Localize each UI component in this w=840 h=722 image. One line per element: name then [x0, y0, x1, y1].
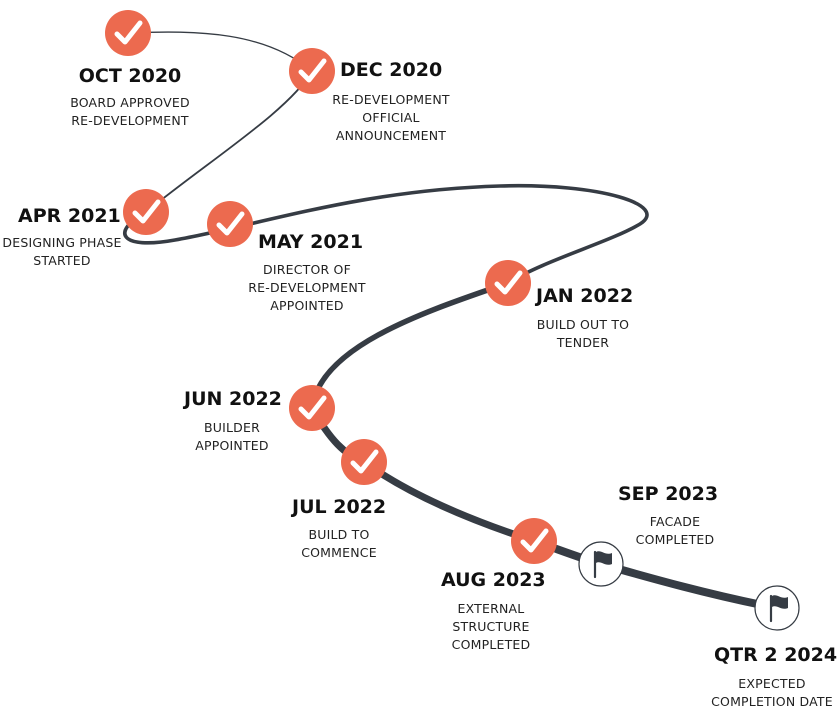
milestone-description-line: OFFICIAL	[362, 110, 419, 125]
path-segment-3	[123, 183, 649, 285]
completed-marker	[123, 189, 169, 235]
check-icon	[132, 199, 161, 224]
milestone-description-line: DIRECTOR OF	[263, 262, 351, 277]
milestone-date: JAN 2022	[534, 285, 633, 307]
completed-marker	[511, 518, 557, 564]
milestone-marker-jan-2022	[485, 260, 531, 306]
check-icon	[494, 270, 523, 295]
milestone-marker-qtr-2-2024	[754, 585, 800, 631]
completed-marker	[207, 201, 253, 247]
milestone-marker-apr-2021	[123, 189, 169, 235]
milestone-description-line: BUILDER	[204, 420, 260, 435]
milestone-date: DEC 2020	[340, 59, 442, 81]
check-icon	[114, 20, 143, 45]
milestone-date: APR 2021	[18, 205, 121, 227]
milestone-description-line: BUILD OUT TO	[537, 317, 629, 332]
check-icon	[298, 395, 327, 420]
completed-marker	[289, 48, 335, 94]
milestone-description-line: RE-DEVELOPMENT	[71, 113, 189, 128]
milestone-date: OCT 2020	[79, 65, 182, 87]
milestone-marker-oct-2020	[105, 10, 151, 56]
upcoming-marker	[754, 585, 800, 631]
check-icon	[298, 58, 327, 83]
path-segment-6	[530, 537, 781, 612]
check-icon	[520, 528, 549, 553]
check-icon	[350, 449, 379, 474]
milestone-marker-dec-2020	[289, 48, 335, 94]
milestone-marker-jun-2022	[289, 385, 335, 431]
timeline-markers	[105, 10, 800, 631]
milestone-description-line: COMPLETED	[452, 637, 531, 652]
milestone-description-line: COMPLETION DATE	[711, 694, 833, 709]
milestone-date: JUN 2022	[182, 388, 282, 410]
completed-marker	[485, 260, 531, 306]
milestone-description-line: RE-DEVELOPMENT	[332, 92, 450, 107]
milestone-description-line: COMMENCE	[301, 545, 377, 560]
milestone-description-line: RE-DEVELOPMENT	[248, 280, 366, 295]
milestone-description-line: APPOINTED	[270, 298, 343, 313]
milestone-description-line: FACADE	[650, 514, 700, 529]
milestone-marker-sep-2023	[578, 541, 624, 587]
milestone-description-line: APPOINTED	[195, 438, 268, 453]
milestone-description-line: TENDER	[556, 335, 609, 350]
milestone-date: JUL 2022	[290, 496, 386, 518]
milestone-description-line: EXPECTED	[738, 676, 805, 691]
milestone-description-line: COMPLETED	[636, 532, 715, 547]
milestone-date: AUG 2023	[441, 569, 546, 591]
completed-marker	[105, 10, 151, 56]
path-segment-2	[145, 70, 313, 213]
check-icon	[216, 211, 245, 236]
flag-icon	[593, 550, 612, 579]
path-segment-4	[309, 280, 511, 411]
completed-marker	[289, 385, 335, 431]
milestone-date: SEP 2023	[618, 483, 718, 505]
milestone-description-line: DESIGNING PHASE	[2, 235, 121, 250]
milestone-description-line: EXTERNAL	[458, 601, 525, 616]
milestone-description-line: STARTED	[33, 253, 91, 268]
milestone-marker-may-2021	[207, 201, 253, 247]
milestone-date: QTR 2 2024	[714, 644, 837, 666]
milestone-marker-aug-2023	[511, 518, 557, 564]
milestone-description-line: BOARD APPROVED	[70, 95, 190, 110]
milestone-description-line: STRUCTURE	[452, 619, 529, 634]
flag-icon	[769, 594, 788, 623]
upcoming-marker	[578, 541, 624, 587]
milestone-date: MAY 2021	[258, 231, 363, 253]
milestone-description-line: BUILD TO	[308, 527, 369, 542]
milestone-marker-jul-2022	[341, 439, 387, 485]
completed-marker	[341, 439, 387, 485]
milestone-description-line: ANNOUNCEMENT	[336, 128, 446, 143]
